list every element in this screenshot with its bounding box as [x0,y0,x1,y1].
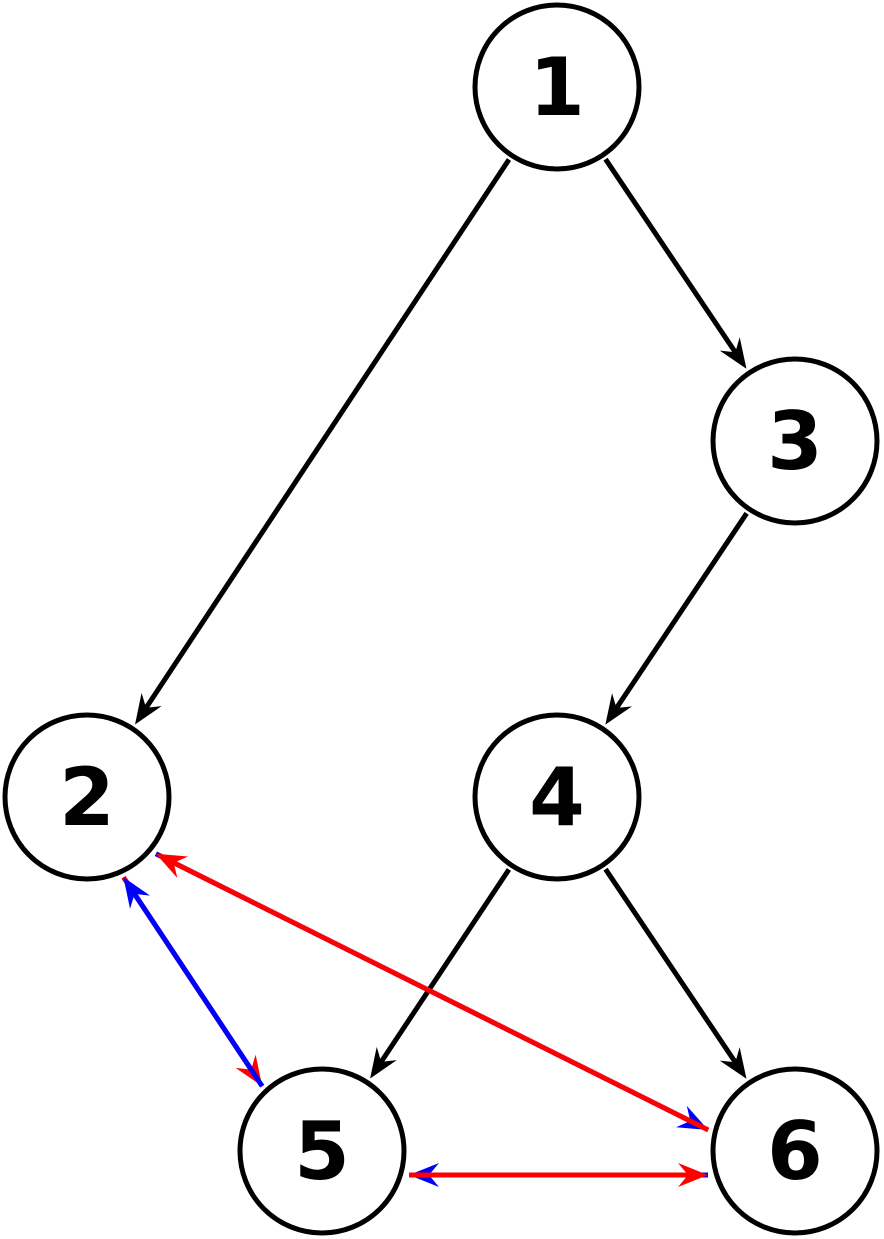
node-label: 4 [529,751,585,844]
arrow-head-icon [719,337,747,369]
node-circle [237,1066,407,1236]
edge-4-to-5 [370,868,511,1079]
edge-line [131,890,265,1088]
edge-5-to-6 [409,1163,708,1187]
edge-line [377,868,511,1065]
node-circle [710,356,880,526]
arrow-head-icon [370,1046,397,1079]
edge-line [603,157,739,356]
arrow-head-icon [719,1047,747,1079]
edge-5-to-2 [123,877,265,1088]
edge-line [613,511,749,712]
edge-line [142,158,512,711]
node-label: 5 [294,1105,350,1198]
node-5: 5 [237,1066,407,1236]
edge-6-to-2 [155,853,710,1133]
arrow-head-icon [135,692,162,725]
arrow-head-icon [155,853,189,878]
arrow-head-icon [678,1163,708,1187]
edge-4-to-6 [603,867,747,1079]
edge-3-to-4 [605,511,749,725]
node-6: 6 [710,1066,880,1236]
node-label: 6 [767,1105,823,1198]
node-circle [472,2,642,172]
edge-1-to-3 [603,157,747,369]
edge-line [170,859,710,1133]
node-label: 3 [767,395,823,488]
node-2: 2 [2,712,172,882]
edge-line [603,867,739,1066]
node-3: 3 [710,356,880,526]
arrow-head-icon [605,693,633,725]
arrow-head-icon [123,877,151,909]
node-1: 1 [472,2,642,172]
node-circle [710,1066,880,1236]
node-circle [2,712,172,882]
node-label: 2 [59,751,115,844]
node-label: 1 [529,41,585,134]
edge-1-to-2 [135,158,512,725]
node-4: 4 [472,712,642,882]
edges-layer [121,157,749,1187]
node-circle [472,712,642,882]
